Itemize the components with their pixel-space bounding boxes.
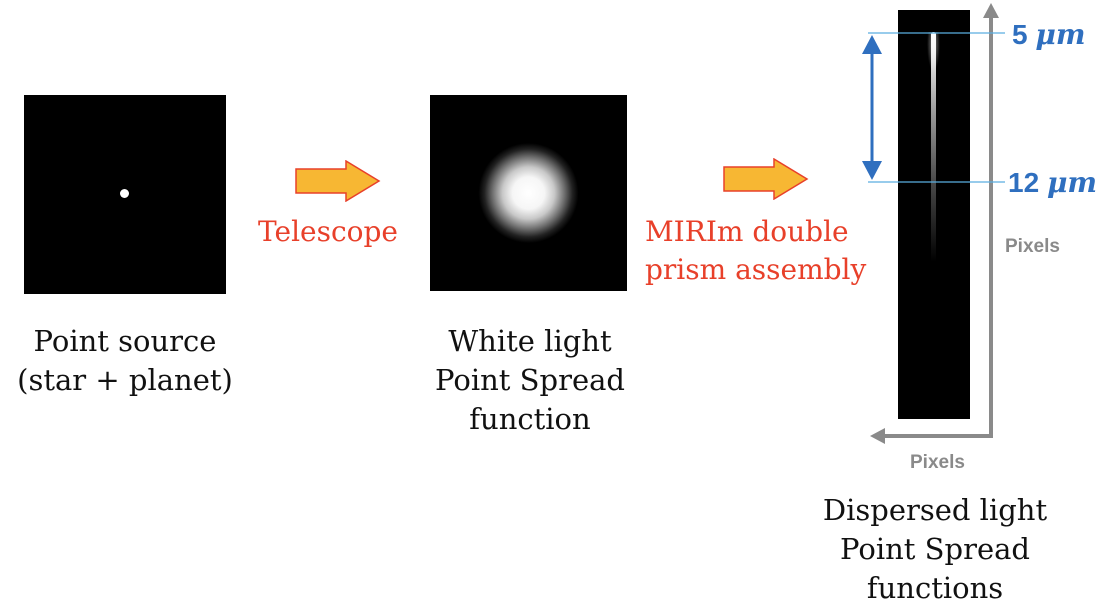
prism-label-line-1: MIRIm double — [645, 215, 849, 248]
dispersed-spectrum-streak — [931, 32, 936, 262]
prism-assembly-label: MIRIm double prism assembly — [645, 213, 866, 289]
wavelength-top-label: 5 μm — [1012, 18, 1085, 51]
range-arrow-up-icon — [862, 35, 882, 54]
point-source-caption: Point source (star + planet) — [0, 322, 250, 400]
wavelength-top-value: 5 — [1012, 19, 1028, 50]
prism-arrow-icon — [723, 158, 809, 200]
wavelength-bottom-label: 12 μm — [1008, 166, 1097, 199]
white-light-psf-image — [430, 95, 627, 291]
point-source-dot — [120, 189, 129, 198]
range-arrow-down-icon — [862, 161, 882, 180]
dispersed-psf-caption: Dispersed light Point Spread functions — [800, 491, 1070, 608]
prism-label-line-2: prism assembly — [645, 253, 867, 286]
telescope-label: Telescope — [258, 213, 398, 251]
white-light-caption-line-3: function — [469, 402, 591, 436]
point-source-caption-line-1: Point source — [33, 324, 217, 358]
point-source-image — [24, 95, 226, 294]
dispersed-caption-line-3: functions — [866, 571, 1004, 605]
wavelength-bottom-unit: μm — [1046, 166, 1098, 199]
dispersed-caption-line-1: Dispersed light — [822, 493, 1048, 527]
point-source-caption-line-2: (star + planet) — [17, 363, 233, 397]
wavelength-bottom-value: 12 — [1008, 167, 1040, 198]
dispersed-psf-image — [898, 10, 970, 419]
white-light-caption-line-2: Point Spread — [435, 363, 625, 397]
telescope-label-line-1: Telescope — [258, 215, 398, 248]
dispersed-spectrum-glow — [927, 32, 940, 72]
dispersed-caption-line-2: Point Spread — [840, 532, 1030, 566]
vertical-axis-arrowhead-icon — [983, 3, 999, 18]
horizontal-axis-label: Pixels — [910, 452, 965, 473]
white-light-caption-line-1: White light — [448, 324, 612, 358]
wavelength-top-unit: μm — [1035, 18, 1086, 51]
white-light-psf-caption: White light Point Spread function — [410, 322, 650, 439]
telescope-arrow-icon — [295, 160, 381, 202]
horizontal-axis-arrowhead-icon — [870, 428, 885, 444]
vertical-axis-label: Pixels — [1005, 236, 1060, 257]
